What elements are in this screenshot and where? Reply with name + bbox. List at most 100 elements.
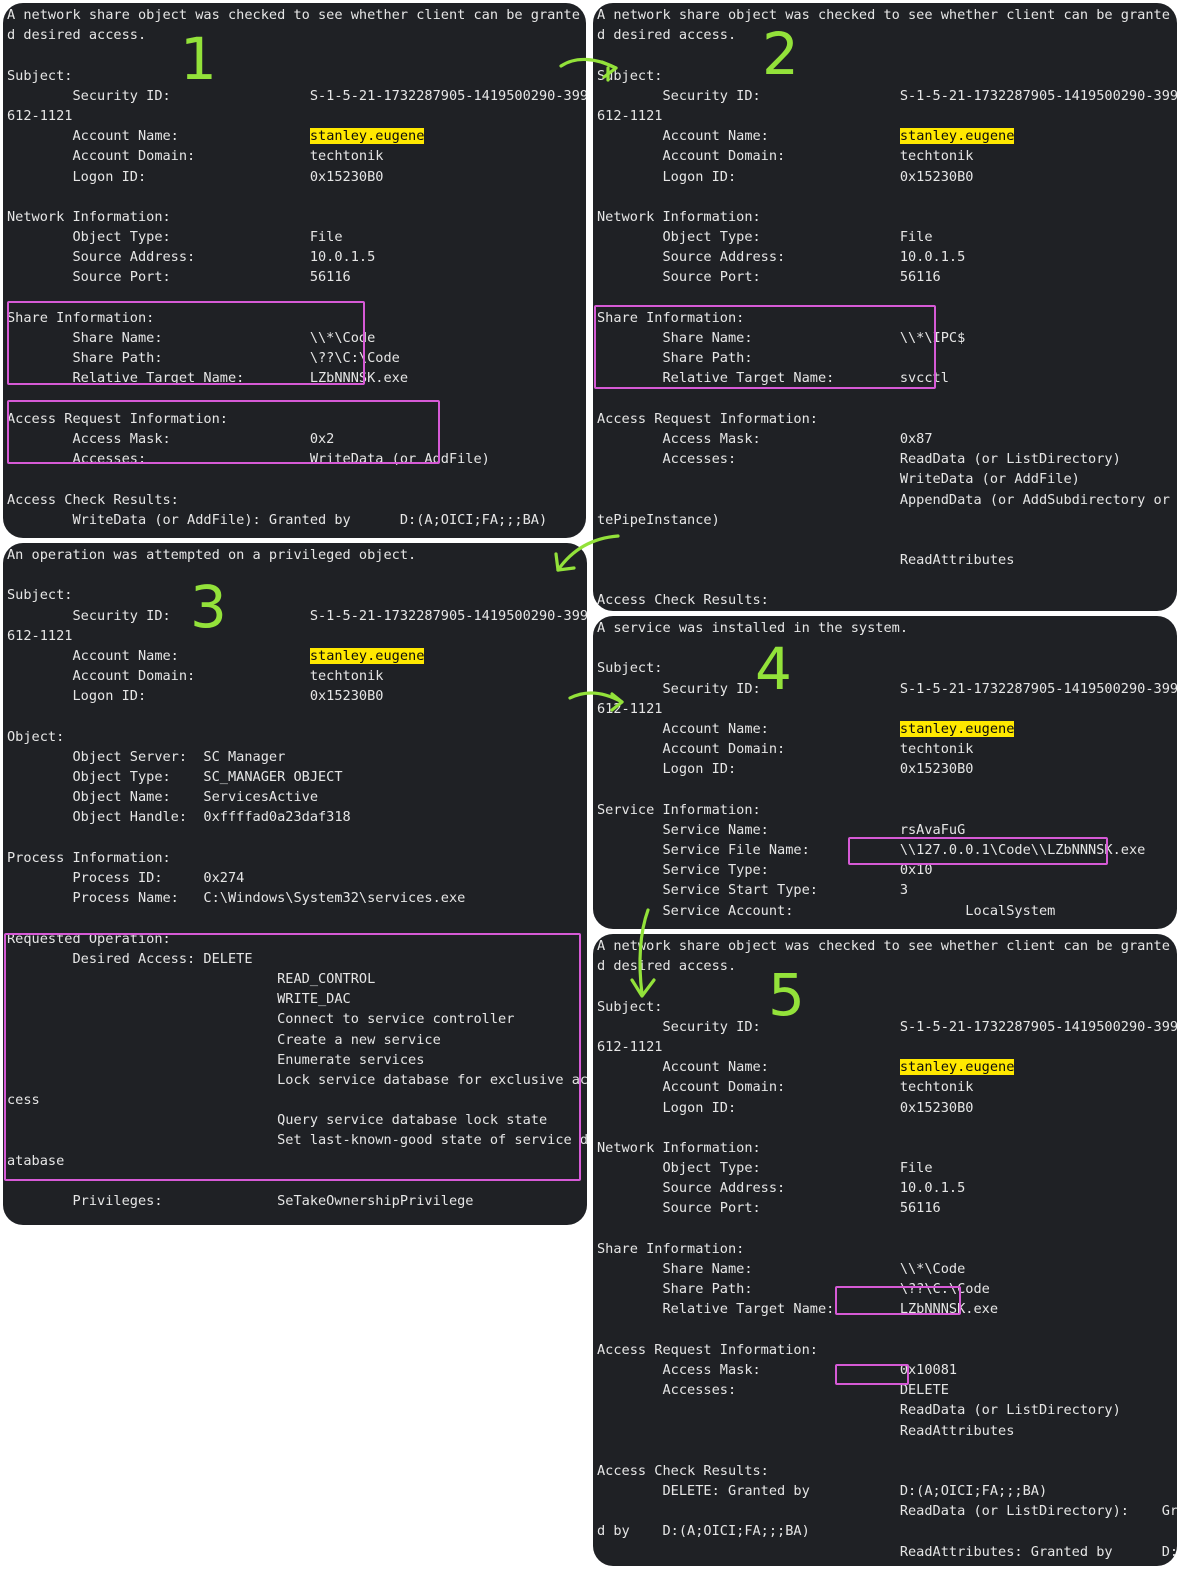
log-line: ReadAttributes bbox=[597, 1421, 1177, 1441]
log-text: ReadAttributes: Granted by D:(A;O bbox=[597, 1543, 1177, 1560]
log-text: An operation was attempted on a privileg… bbox=[7, 547, 417, 563]
log-text: d desired access. bbox=[597, 27, 737, 44]
log-line: Account Domain: techtonik bbox=[597, 1077, 1177, 1097]
log-text: Source Address: 10.0.1.5 bbox=[597, 249, 966, 266]
log-text: Object Type: SC_MANAGER OBJECT bbox=[7, 769, 343, 786]
log-line bbox=[597, 570, 1177, 590]
log-text: ReadData (or ListDirectory) bbox=[597, 1402, 1121, 1419]
log-line: 612-1121 bbox=[597, 106, 1177, 126]
log-text: A network share object was checked to se… bbox=[597, 7, 1170, 23]
log-text: 612-1121 bbox=[597, 1038, 663, 1055]
log-line: A service was installed in the system. bbox=[597, 618, 1177, 638]
log-line: Access Mask: 0x2 bbox=[7, 429, 586, 449]
log-text: A network share object was checked to se… bbox=[7, 7, 580, 23]
log-text: Access Mask: 0x10081 bbox=[597, 1361, 958, 1378]
log-line: WriteData (or AddFile) bbox=[597, 469, 1177, 489]
log-line: Share Name: \\*\Code bbox=[597, 1259, 1177, 1279]
log-text: Subject: bbox=[7, 587, 73, 604]
log-line: Relative Target Name: svcctl bbox=[597, 368, 1177, 388]
log-text: Share Name: \\*\IPC$ bbox=[597, 330, 966, 346]
log-text: ReadAttributes bbox=[597, 552, 1015, 569]
event-text-2: A network share object was checked to se… bbox=[593, 3, 1177, 611]
log-text: ReadAttributes bbox=[597, 1422, 1015, 1439]
log-text: Create a new service bbox=[7, 1031, 441, 1048]
log-line: AppendData (or AddSubdirectory or Crea bbox=[597, 490, 1177, 510]
log-text: READ_CONTROL bbox=[7, 970, 376, 987]
log-line: Share Path: \??\C:\Code bbox=[597, 1279, 1177, 1299]
log-line: Account Domain: techtonik bbox=[7, 666, 587, 686]
log-line: Subject: bbox=[7, 585, 587, 605]
log-text: A service was installed in the system. bbox=[597, 620, 908, 636]
log-line: Enumerate services bbox=[7, 1050, 587, 1070]
log-line: Share Path: \??\C:\Code bbox=[7, 348, 586, 368]
log-text: Subject: bbox=[597, 660, 663, 677]
log-text: Share Name: \\*\Code bbox=[597, 1261, 966, 1277]
log-line: Process Information: bbox=[7, 848, 587, 868]
log-line: Query service database lock state bbox=[7, 1110, 587, 1130]
log-line: ReadAttributes: Granted by D:(A;O bbox=[597, 1542, 1177, 1562]
log-text: Access Request Information: bbox=[597, 1341, 818, 1358]
log-text: Source Port: 56116 bbox=[7, 269, 351, 286]
log-line: Account Name: stanley.eugene bbox=[597, 1057, 1177, 1077]
log-line: Account Name: stanley.eugene bbox=[7, 646, 587, 666]
log-text: Account Name: bbox=[597, 128, 900, 145]
log-line: Security ID: S-1-5-21-1732287905-1419500… bbox=[597, 86, 1177, 106]
log-text: Service Information: bbox=[597, 801, 761, 818]
log-line: Access Mask: 0x10081 bbox=[597, 1360, 1177, 1380]
log-text: Service Name: rsAvaFuG bbox=[597, 821, 966, 838]
log-line bbox=[597, 45, 1177, 65]
log-line: Object Type: File bbox=[597, 227, 1177, 247]
log-text: Enumerate services bbox=[7, 1051, 425, 1068]
arrow-icon bbox=[554, 534, 620, 572]
log-line: Security ID: S-1-5-21-1732287905-1419500… bbox=[7, 86, 586, 106]
log-text: Access Check Results: bbox=[597, 1462, 769, 1479]
log-text: Accesses: WriteData (or AddFile) bbox=[7, 451, 490, 468]
log-text: Service Type: 0x10 bbox=[597, 862, 933, 879]
log-line bbox=[597, 288, 1177, 308]
log-line: Logon ID: 0x15230B0 bbox=[597, 759, 1177, 779]
log-text: 612-1121 bbox=[7, 627, 73, 644]
event-text-1: A network share object was checked to se… bbox=[3, 3, 586, 530]
log-line: Object Type: SC_MANAGER OBJECT bbox=[7, 767, 587, 787]
log-text: Access Check Results: bbox=[597, 592, 769, 609]
log-line: Source Port: 56116 bbox=[597, 267, 1177, 287]
log-text: WRITE_DAC bbox=[7, 991, 351, 1008]
log-line: Logon ID: 0x15230B0 bbox=[7, 686, 587, 706]
step-number-5: 5 bbox=[768, 961, 805, 1029]
log-line bbox=[597, 1441, 1177, 1461]
log-line: cess bbox=[7, 1090, 587, 1110]
log-line bbox=[7, 288, 586, 308]
log-text: Process ID: 0x274 bbox=[7, 870, 245, 886]
log-line: Set last-known-good state of service d bbox=[7, 1130, 587, 1150]
log-text: Desired Access: DELETE bbox=[7, 950, 253, 967]
log-text: Security ID: S-1-5-21-1732287905-1419500… bbox=[597, 1018, 1177, 1035]
step-number-4: 4 bbox=[755, 635, 792, 703]
log-text: d desired access. bbox=[597, 958, 737, 975]
log-text: Relative Target Name: LZbNNNSK.exe bbox=[7, 370, 409, 387]
log-text: Network Information: bbox=[597, 1139, 761, 1156]
event-panel-1: A network share object was checked to se… bbox=[3, 3, 586, 538]
log-line: Account Domain: techtonik bbox=[7, 146, 586, 166]
log-line bbox=[597, 1219, 1177, 1239]
log-line: Access Mask: 0x87 bbox=[597, 429, 1177, 449]
log-line: A network share object was checked to se… bbox=[7, 5, 586, 25]
log-text: Account Domain: techtonik bbox=[7, 668, 384, 685]
log-text: Account Name: bbox=[597, 720, 900, 737]
log-text: cess bbox=[7, 1092, 40, 1109]
log-line: WRITE_DAC bbox=[7, 989, 587, 1009]
log-text: Process Name: C:\Windows\System32\servic… bbox=[7, 890, 466, 907]
log-line: 612-1121 bbox=[597, 1037, 1177, 1057]
log-text: Subject: bbox=[597, 998, 663, 1015]
log-text: Share Path: \??\C:\Code bbox=[597, 1281, 990, 1298]
log-text: Share Information: bbox=[597, 309, 745, 326]
log-line: Logon ID: 0x15230B0 bbox=[597, 167, 1177, 187]
log-text: ICI;FA;;;BA) bbox=[597, 1564, 695, 1566]
log-line bbox=[597, 638, 1177, 658]
log-text: Share Path: \??\C:\Code bbox=[7, 350, 400, 367]
log-text: Share Path: bbox=[597, 350, 753, 367]
log-line: Logon ID: 0x15230B0 bbox=[597, 1098, 1177, 1118]
log-line: Create a new service bbox=[7, 1030, 587, 1050]
log-text: atabase bbox=[7, 1152, 65, 1169]
log-line: Object Server: SC Manager bbox=[7, 747, 587, 767]
log-line: Source Port: 56116 bbox=[597, 1198, 1177, 1218]
